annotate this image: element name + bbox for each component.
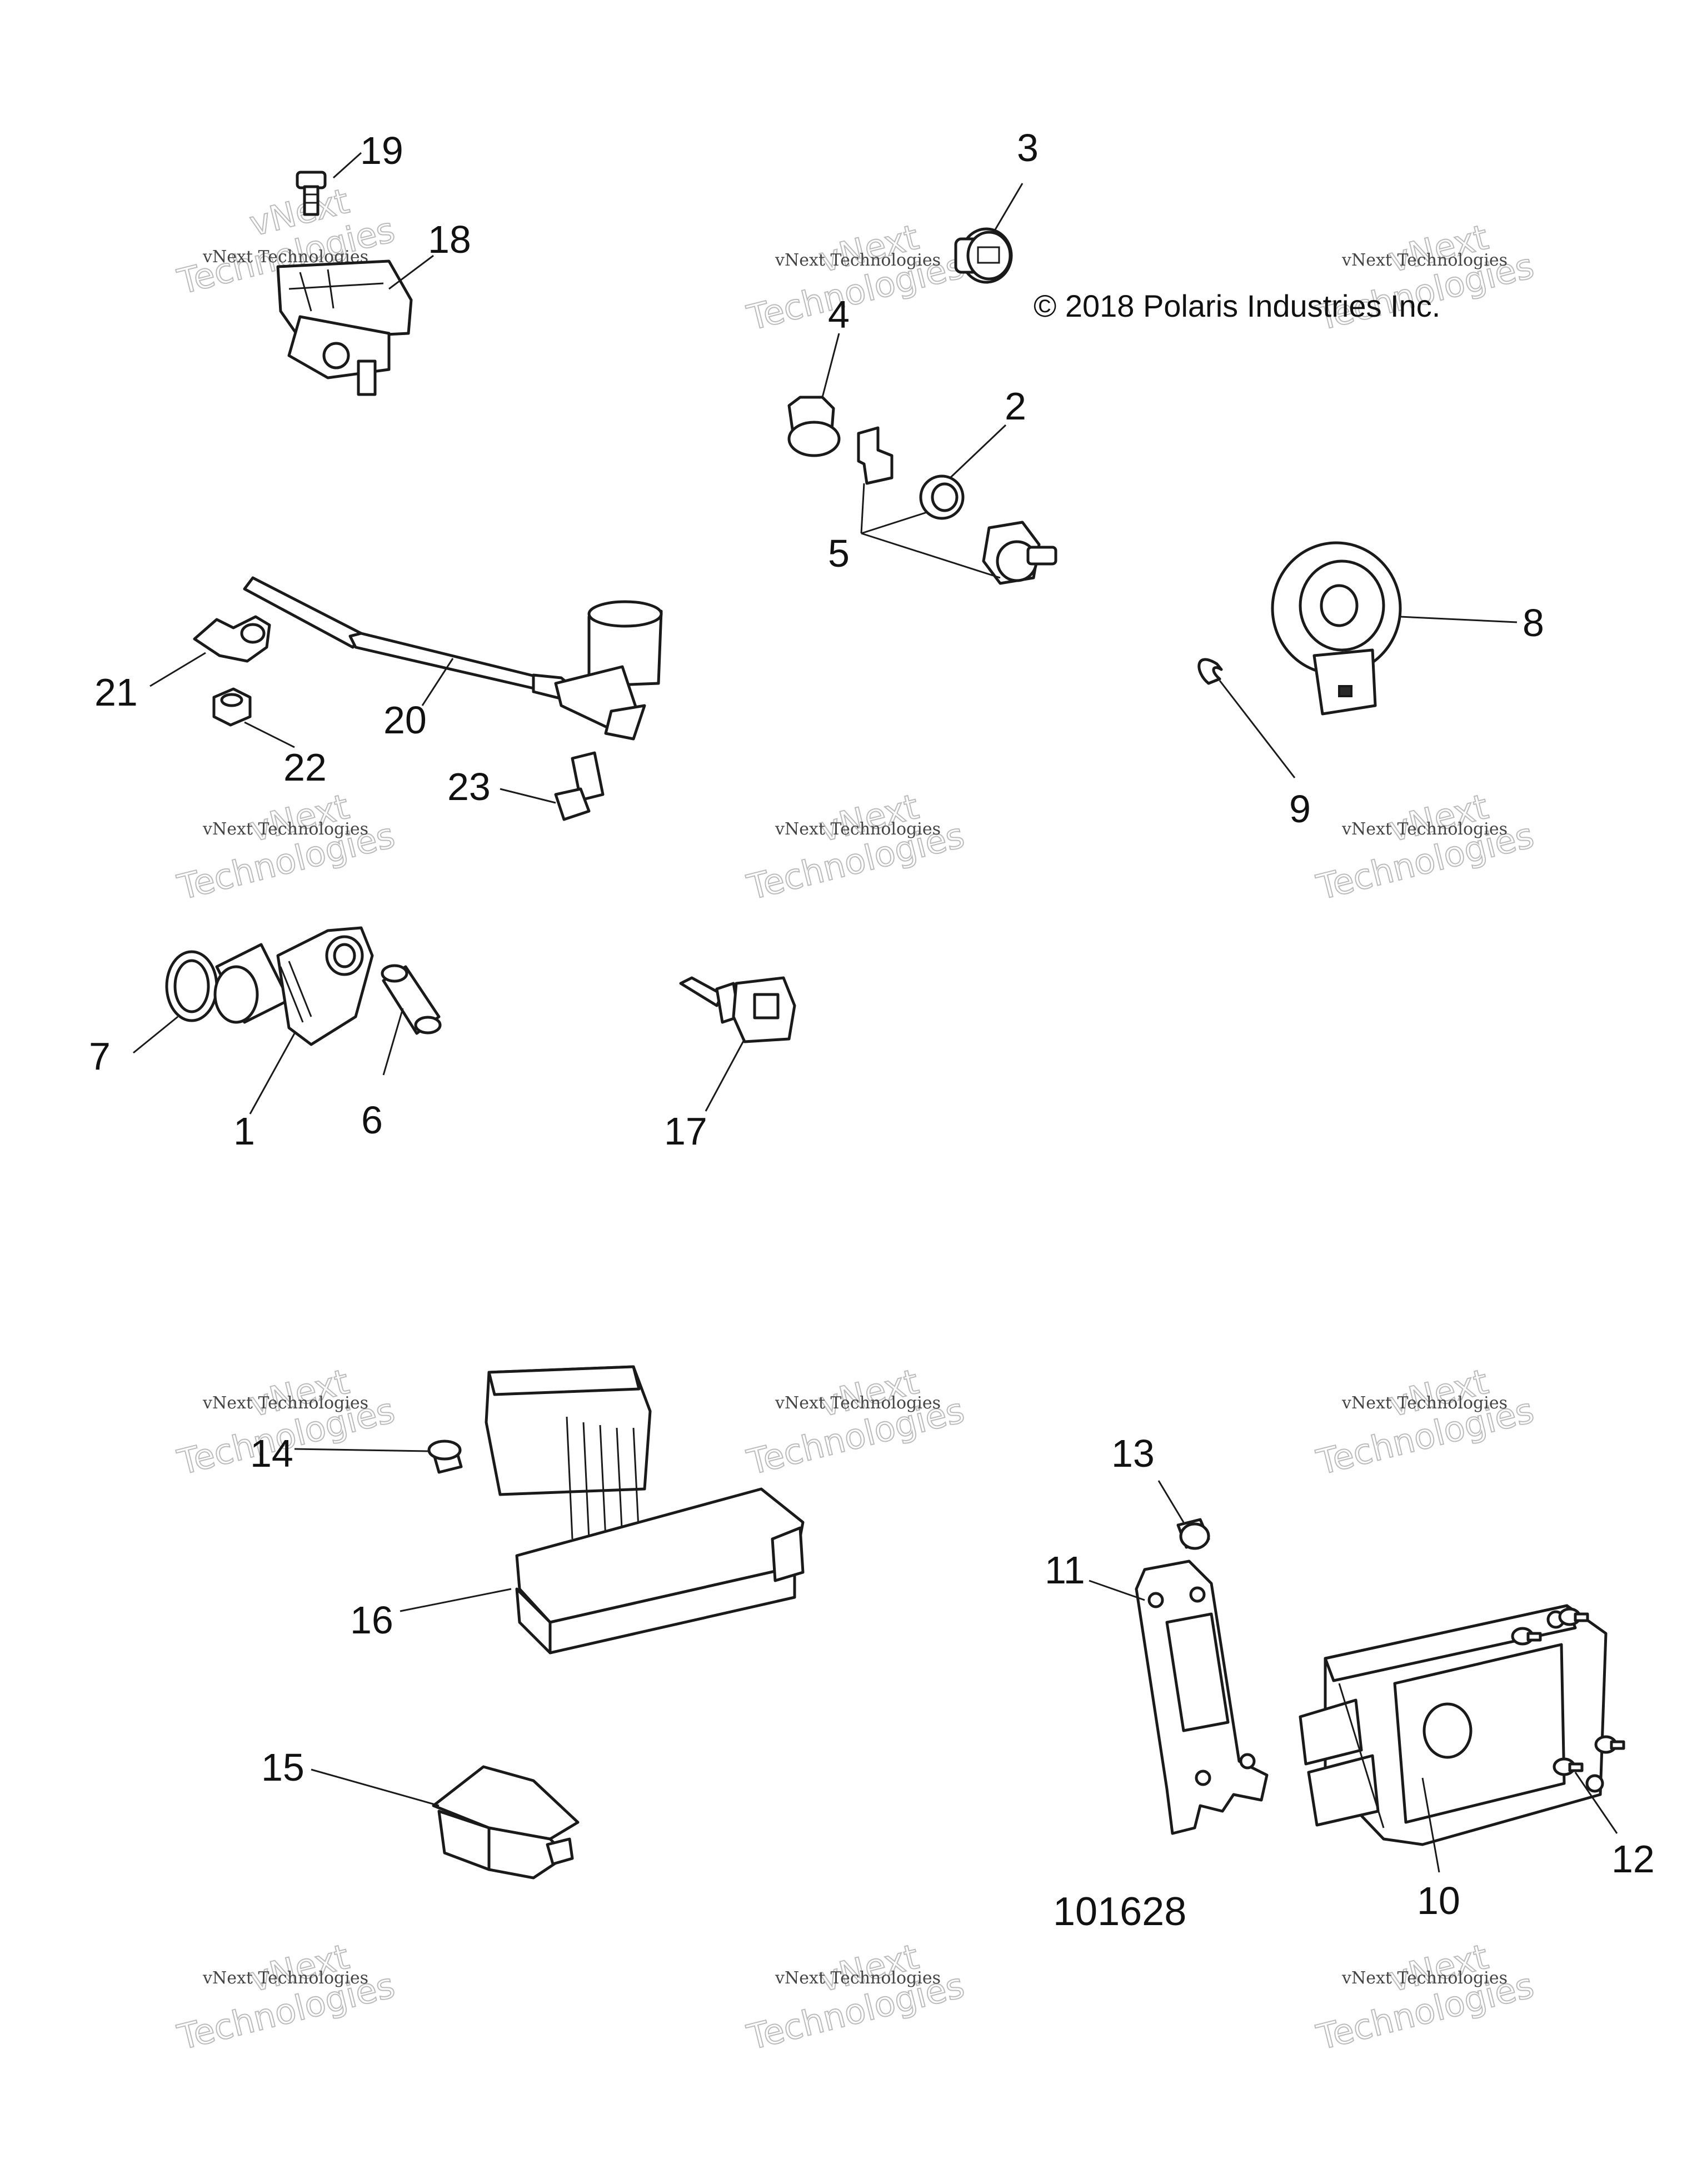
callout-7: 7 xyxy=(89,1034,111,1078)
callout-20: 20 xyxy=(383,698,427,742)
leader-7 xyxy=(133,1016,178,1054)
part-11-bracket xyxy=(1135,1560,1269,1835)
callout-10: 10 xyxy=(1417,1879,1460,1922)
part-12-screws xyxy=(1511,1607,1625,1776)
part-7-o-ring xyxy=(165,950,218,1022)
part-13-bolt xyxy=(1176,1518,1210,1550)
leader-6 xyxy=(382,1008,404,1076)
watermark-bottom-right: vNext Technologies xyxy=(1312,1936,1538,2058)
leader-8 xyxy=(1400,616,1518,623)
leader-18 xyxy=(388,254,434,290)
leader-17 xyxy=(705,1038,746,1112)
watermark-small: vNext Technologies xyxy=(775,251,941,270)
callout-8: 8 xyxy=(1523,601,1544,644)
part-2-washer xyxy=(919,474,965,520)
leader-22 xyxy=(244,721,295,748)
part-21-clamp xyxy=(193,615,271,663)
watermark-low-right: vNext Technologies xyxy=(1312,1361,1538,1483)
leader-16 xyxy=(400,1588,512,1612)
leader-11 xyxy=(1089,1580,1145,1601)
callout-14: 14 xyxy=(250,1432,293,1475)
leader-1 xyxy=(249,1033,296,1115)
callout-9: 9 xyxy=(1289,787,1311,831)
leader-5a xyxy=(860,483,865,534)
watermark-small: vNext Technologies xyxy=(1341,251,1508,270)
watermark-small: vNext Technologies xyxy=(202,1393,368,1413)
part-6-dowel xyxy=(381,964,442,1035)
watermark-mid-right: vNext Technologies xyxy=(1312,786,1538,908)
watermark-top-center: vNext Technologies xyxy=(742,216,969,339)
part-10-ecu xyxy=(1299,1604,1608,1846)
part-4-cap xyxy=(787,396,841,457)
part-22-nut xyxy=(212,687,252,727)
watermark-small: vNext Technologies xyxy=(775,1393,941,1413)
leader-19 xyxy=(332,152,362,179)
callout-19: 19 xyxy=(360,129,403,172)
callout-1: 1 xyxy=(233,1110,255,1153)
copyright-notice: © 2018 Polaris Industries Inc. xyxy=(1034,288,1440,323)
document-number: 101628 xyxy=(1053,1890,1186,1934)
callout-13: 13 xyxy=(1111,1432,1155,1475)
callout-22: 22 xyxy=(283,746,327,789)
leader-3 xyxy=(994,183,1024,231)
watermark-mid-left: vNext Technologies xyxy=(173,786,399,908)
callout-11: 11 xyxy=(1045,1548,1085,1592)
callout-16: 16 xyxy=(350,1598,393,1642)
part-16-module xyxy=(485,1365,805,1655)
callout-5: 5 xyxy=(828,532,850,575)
callout-2: 2 xyxy=(1005,384,1026,428)
watermark-small: vNext Technologies xyxy=(775,819,941,839)
callout-3: 3 xyxy=(1017,126,1039,169)
part-5-switch-kit xyxy=(857,426,1057,585)
part-14-screw xyxy=(427,1440,463,1474)
watermark-small: vNext Technologies xyxy=(202,1968,368,1988)
leader-23 xyxy=(500,788,556,804)
watermark-small: vNext Technologies xyxy=(202,819,368,839)
leader-10 xyxy=(1421,1777,1440,1873)
callout-18: 18 xyxy=(428,218,471,261)
leader-12 xyxy=(1574,1772,1618,1834)
part-20-speed-sensor xyxy=(243,576,663,741)
watermark-small: vNext Technologies xyxy=(1341,1393,1508,1413)
part-17-temp-sensor xyxy=(679,976,796,1043)
leader-5c xyxy=(861,532,1001,579)
part-19-bolt xyxy=(296,171,327,216)
watermark-low-center: vNext Technologies xyxy=(742,1361,969,1483)
leader-4 xyxy=(821,333,840,398)
watermark-mid-center: vNext Technologies xyxy=(742,786,969,908)
watermark-bottom-left: vNext Technologies xyxy=(173,1936,399,2058)
leader-2 xyxy=(949,424,1007,479)
callout-21: 21 xyxy=(94,671,138,714)
leader-20 xyxy=(421,658,454,706)
leader-21 xyxy=(149,652,206,687)
leader-9 xyxy=(1219,680,1296,778)
part-1-cam-sensor xyxy=(213,926,374,1046)
watermark-small: vNext Technologies xyxy=(775,1968,941,1988)
part-18-map-sensor xyxy=(276,259,413,396)
part-3-grommet xyxy=(954,227,1013,284)
leader-15 xyxy=(311,1768,440,1807)
leader-14 xyxy=(294,1448,428,1452)
callout-12: 12 xyxy=(1611,1837,1655,1881)
part-15-switch xyxy=(432,1765,580,1880)
leader-13 xyxy=(1157,1480,1185,1523)
callout-6: 6 xyxy=(361,1098,383,1142)
part-9-clip xyxy=(1197,658,1223,685)
watermark-small: vNext Technologies xyxy=(1341,1968,1508,1988)
callout-4: 4 xyxy=(828,293,850,336)
callout-23: 23 xyxy=(447,765,491,808)
callout-17: 17 xyxy=(664,1110,707,1153)
part-23-bolt xyxy=(554,751,605,821)
watermark-small: vNext Technologies xyxy=(1341,819,1508,839)
part-8-knock-sensor xyxy=(1271,541,1402,716)
callout-15: 15 xyxy=(261,1746,305,1789)
watermark-bottom-center: vNext Technologies xyxy=(742,1936,969,2058)
